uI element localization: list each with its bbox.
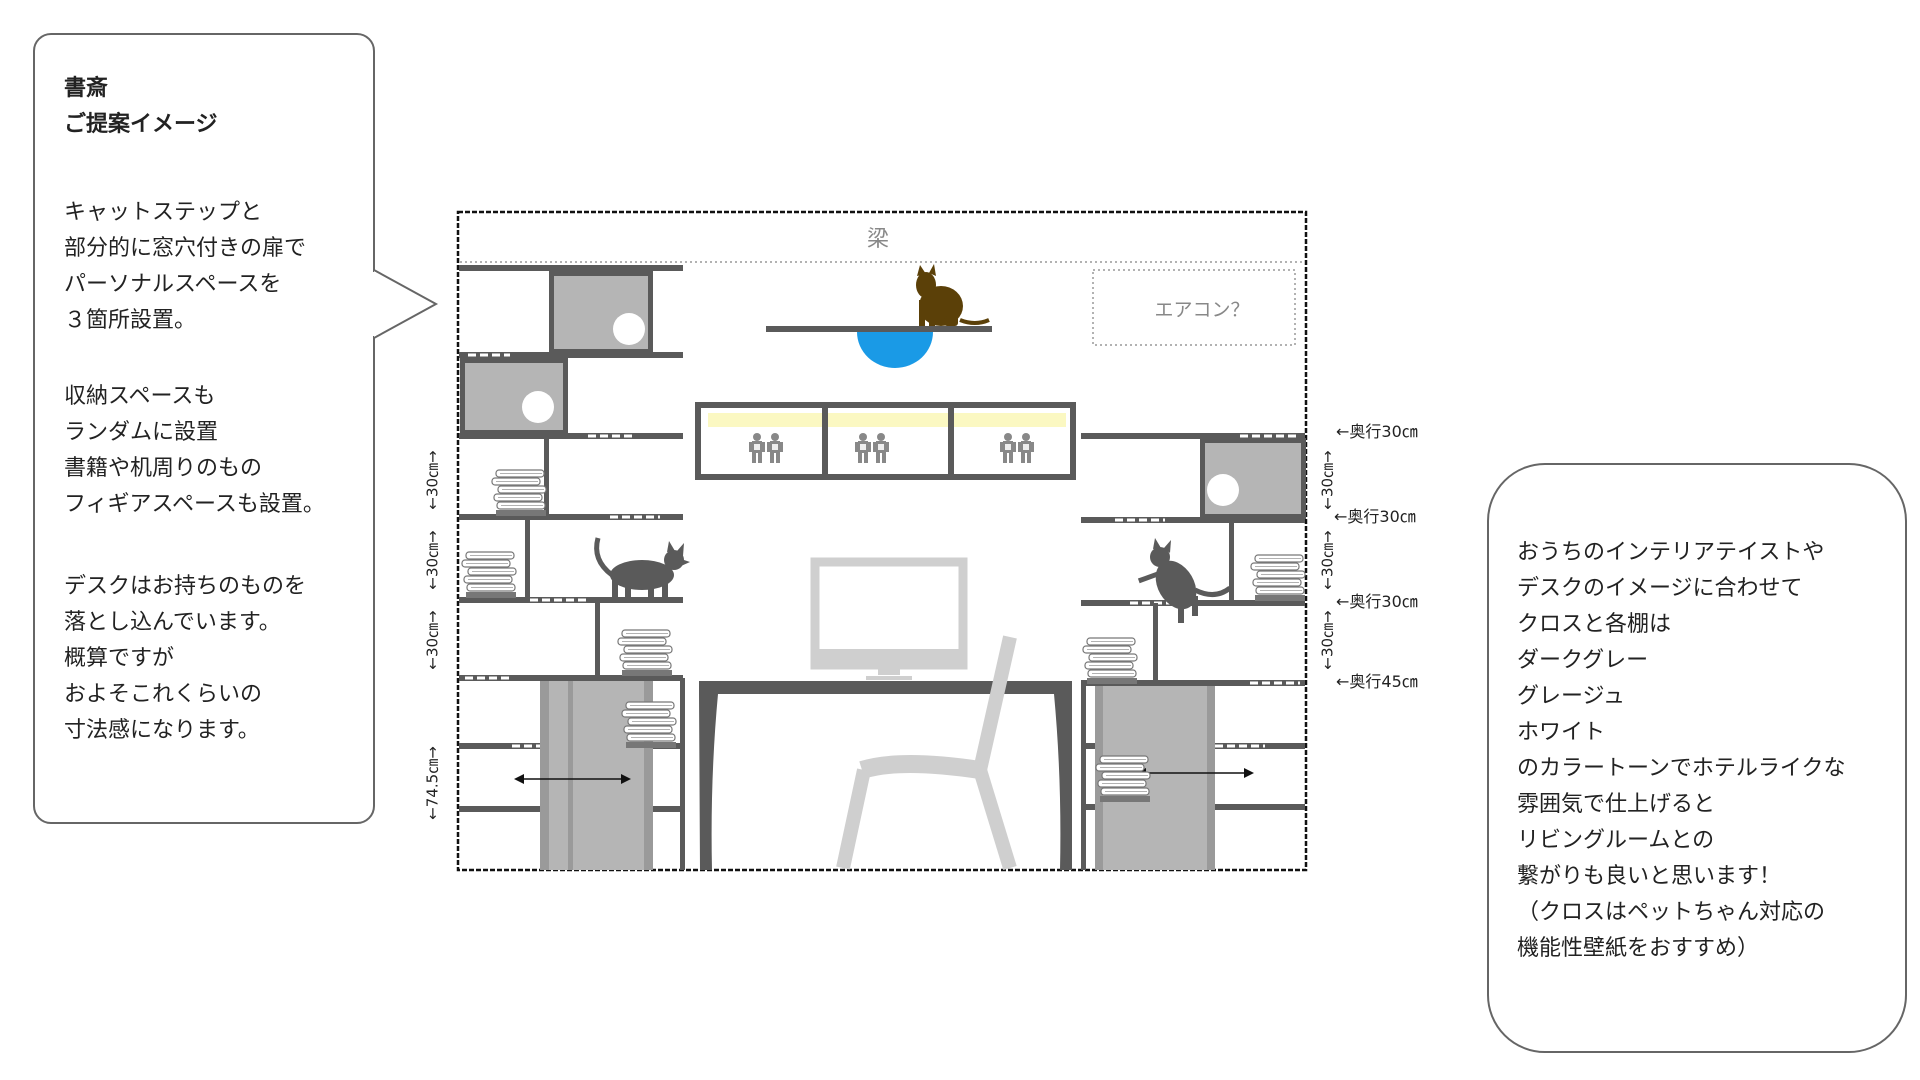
right-line-6: ホワイト <box>1517 720 1606 745</box>
para1-line-2: 部分的に窓穴付きの扉で <box>64 236 307 261</box>
para3-line-5: 寸法感になります。 <box>64 718 260 743</box>
para3-line-3: 概算ですが <box>64 646 175 671</box>
right-line-10: 繋がりも良いと思います！ <box>1517 864 1782 889</box>
figure-display-case <box>695 402 1076 480</box>
depth-label-2: ←奥行30㎝ <box>1334 507 1416 526</box>
left-explanation-bubble: 書斎 ご提案イメージ キャットステップと 部分的に窓穴付きの扉で パーソナルスペ… <box>33 33 375 824</box>
para1-line-4: ３箇所設置。 <box>64 308 197 333</box>
right-line-2: デスクのイメージに合わせて <box>1517 576 1803 601</box>
desk <box>699 681 1072 870</box>
bubble-tail <box>372 269 439 339</box>
right-line-9: リビングルームとの <box>1517 828 1715 853</box>
right-line-7: のカラートーンでホテルライクな <box>1517 756 1846 781</box>
para3-line-2: 落とし込んでいます。 <box>64 610 281 635</box>
monitor <box>810 557 968 680</box>
aircon-label: エアコン？ <box>1154 299 1249 321</box>
para1-line-3: パーソナルスペースを <box>64 272 282 297</box>
para2-line-1: 収納スペースも <box>64 384 216 409</box>
depth-label-1: ←奥行30㎝ <box>1336 422 1418 441</box>
para2-line-2: ランダムに設置 <box>64 420 219 445</box>
right-line-11: （クロスはペットちゃん対応の <box>1517 900 1826 925</box>
title-line-2: ご提案イメージ <box>64 112 218 137</box>
cat-walking <box>594 537 690 600</box>
cat-step-top <box>766 326 992 332</box>
right-line-4: ダークグレー <box>1517 648 1649 673</box>
right-line-1: おうちのインテリアテイストや <box>1517 540 1825 565</box>
para2-line-3: 書籍や机周りのもの <box>64 456 263 481</box>
cat-climbing <box>1137 538 1232 623</box>
para1-line-1: キャットステップと <box>64 200 263 225</box>
right-shelving <box>1081 433 1306 870</box>
depth-label-3: ←奥行30㎝ <box>1336 592 1418 611</box>
chair <box>836 635 1017 871</box>
para2-line-4: フィギアスペースも設置。 <box>64 492 325 517</box>
right-line-5: グレージュ <box>1517 684 1626 709</box>
aircon-box <box>1092 269 1296 346</box>
left-shelving <box>459 265 685 870</box>
cat-top <box>916 264 990 326</box>
title-line-1: 書斎 <box>64 76 109 101</box>
right-line-3: クロスと各棚は <box>1517 612 1672 637</box>
cat-bowl <box>857 332 933 368</box>
para3-line-4: およそこれくらいの <box>64 682 263 707</box>
right-explanation-bubble: おうちのインテリアテイストや デスクのイメージに合わせて クロスと各棚は ダーク… <box>1487 463 1907 1053</box>
right-line-8: 雰囲気で仕上げると <box>1517 792 1716 817</box>
right-line-12: 機能性壁紙をおすすめ） <box>1517 936 1760 961</box>
depth-label-4: ←奥行45㎝ <box>1336 672 1418 691</box>
para3-line-1: デスクはお持ちのものを <box>64 574 307 599</box>
beam-label: 梁 <box>867 227 889 252</box>
